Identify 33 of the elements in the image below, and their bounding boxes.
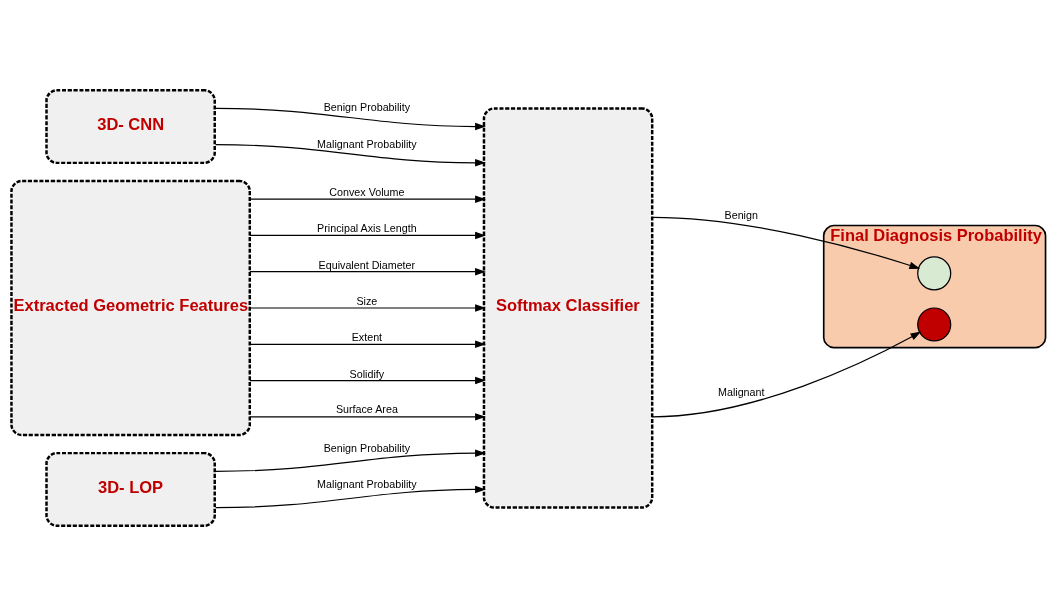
arrow	[651, 216, 921, 269]
arrow	[249, 267, 486, 276]
edge-label: Malignant Probability	[317, 478, 417, 491]
edge-label: Malignant Probability	[317, 137, 417, 150]
arrow	[249, 413, 486, 421]
node-box: Softmax Classifier	[482, 107, 654, 509]
edge-label: Extent	[351, 331, 383, 344]
edge-label: Solidify	[349, 367, 385, 380]
arrow	[249, 195, 486, 203]
arrow	[249, 376, 486, 385]
arrow	[249, 304, 486, 312]
edge-label: Size	[356, 295, 378, 308]
node-box: 3D- LOP	[45, 451, 216, 527]
edge-label: Benign Probability	[323, 101, 411, 114]
edge-label: Malignant	[718, 385, 765, 398]
node-circle	[917, 307, 952, 342]
edge-label: Convex Volume	[329, 186, 405, 199]
arrow	[249, 340, 486, 349]
cluster: Final Diagnosis Probability	[822, 224, 1047, 349]
edge-label: Benign	[724, 209, 758, 222]
edge-label: Equivalent Diameter	[318, 258, 416, 271]
edge-label: Principal Axis Length	[317, 222, 417, 235]
node-box: 3D- CNN	[45, 89, 216, 165]
edge-label: Surface Area	[335, 403, 398, 416]
arrow	[214, 485, 486, 509]
edge-label: Benign Probability	[323, 441, 411, 454]
node-box: Extracted Geometric Features	[10, 179, 251, 437]
arrow	[651, 331, 922, 418]
arrow	[214, 107, 486, 131]
arrow	[214, 449, 486, 472]
arrow	[249, 231, 486, 240]
arrow	[214, 144, 486, 167]
node-circle	[917, 256, 952, 291]
